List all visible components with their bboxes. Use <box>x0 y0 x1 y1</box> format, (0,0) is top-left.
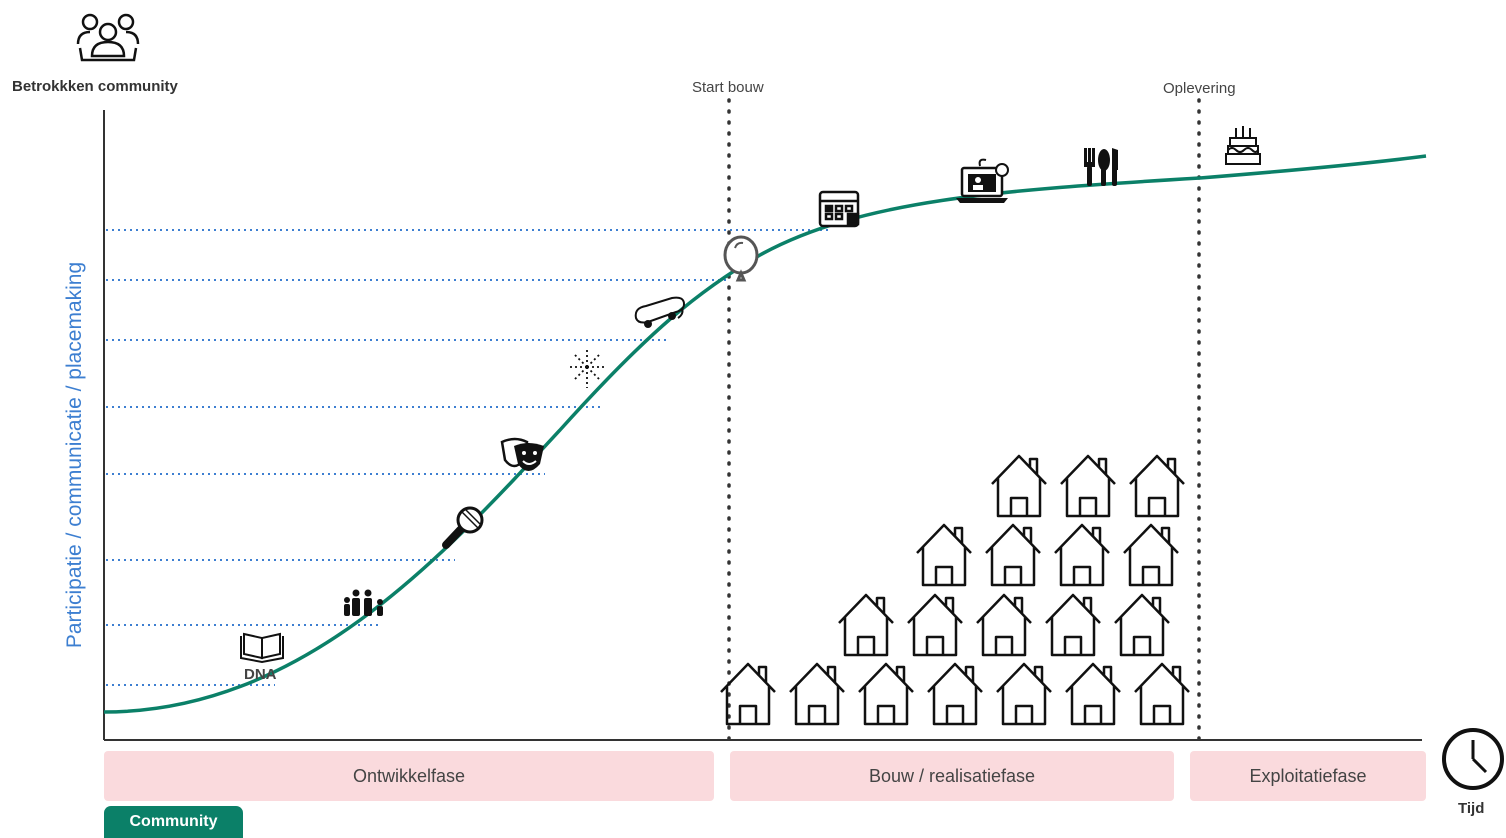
house-icon <box>1129 454 1185 518</box>
house-icon <box>1134 662 1190 726</box>
skateboard-icon <box>634 296 686 328</box>
birthday-cake-icon <box>1225 126 1261 165</box>
participation-curve <box>103 154 1427 714</box>
house-icon <box>976 593 1032 657</box>
calendar-icon <box>818 190 860 228</box>
fireworks-icon <box>567 347 607 388</box>
house-icon <box>996 662 1052 726</box>
dna-label: DNA <box>244 666 277 683</box>
book-icon <box>240 632 284 664</box>
y-axis-label: Participatie / communicatie / placemakin… <box>63 261 86 649</box>
house-icon <box>1065 662 1121 726</box>
start-bouw-label: Start bouw <box>692 79 764 96</box>
houses-group <box>720 454 1190 726</box>
balloon-icon <box>723 235 759 282</box>
house-icon <box>838 593 894 657</box>
house-icon <box>985 523 1041 587</box>
house-icon <box>927 662 983 726</box>
phase-label: Bouw / realisatiefase <box>868 765 1036 786</box>
house-icon <box>789 662 845 726</box>
phase-label: Exploitatiefase <box>1249 765 1367 786</box>
theatre-masks-icon <box>500 437 544 471</box>
house-icon <box>916 523 972 587</box>
house-icon <box>1045 593 1101 657</box>
phase-exploitatiefase: Exploitatiefase <box>1190 751 1426 801</box>
community-title: Betrokkken community <box>12 78 178 95</box>
family-icon <box>344 589 383 616</box>
house-icon <box>1060 454 1116 518</box>
community-icon <box>76 13 140 62</box>
x-axis-label: Tijd <box>1458 800 1485 817</box>
community-badge: Community <box>104 806 243 838</box>
house-icon <box>720 662 776 726</box>
house-icon <box>858 662 914 726</box>
phase-ontwikkelfase: Ontwikkelfase <box>104 751 714 801</box>
laptop-icon <box>956 158 1009 203</box>
house-icon <box>1054 523 1110 587</box>
house-icon <box>1114 593 1170 657</box>
participation-guide-lines <box>106 229 830 686</box>
microphone-icon <box>442 506 484 549</box>
phase-bouw-realisatiefase: Bouw / realisatiefase <box>730 751 1174 801</box>
house-icon <box>991 454 1047 518</box>
clock-icon <box>1442 728 1504 790</box>
oplevering-label: Oplevering <box>1163 80 1236 97</box>
phase-label: Ontwikkelfase <box>352 765 466 786</box>
cutlery-icon <box>1084 148 1118 186</box>
house-icon <box>907 593 963 657</box>
house-icon <box>1123 523 1179 587</box>
